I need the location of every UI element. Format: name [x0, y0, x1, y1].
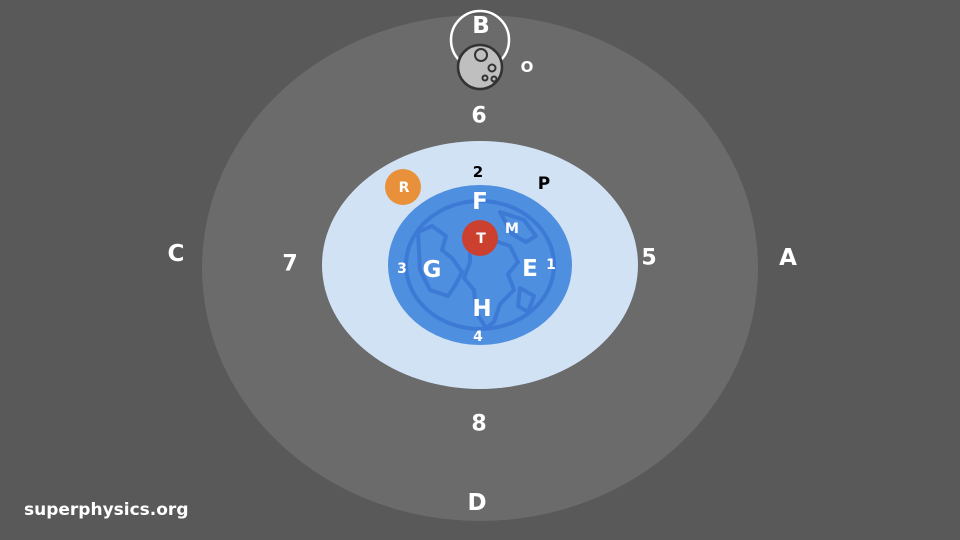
label-f: F — [472, 189, 488, 215]
sun-circle — [385, 169, 421, 205]
label-3: 3 — [397, 261, 407, 277]
label-6: 6 — [471, 104, 486, 129]
label-e: E — [522, 256, 538, 282]
label-c: C — [168, 241, 185, 267]
label-m: M — [505, 221, 519, 237]
label-b: B — [472, 13, 490, 39]
label-2: 2 — [473, 163, 483, 181]
site-watermark: superphysics.org — [24, 500, 189, 520]
label-h: H — [472, 296, 491, 322]
label-p: P — [538, 174, 550, 194]
label-d: D — [467, 490, 486, 516]
label-g: G — [423, 257, 442, 283]
label-5: 5 — [641, 246, 656, 271]
label-o: O — [521, 58, 534, 76]
label-r: R — [399, 180, 410, 196]
label-4: 4 — [473, 329, 483, 345]
label-7: 7 — [282, 252, 297, 277]
label-t: T — [476, 231, 486, 247]
globe-icon — [404, 199, 556, 331]
moon-icon — [456, 43, 504, 91]
label-8: 8 — [471, 412, 486, 437]
label-a: A — [779, 245, 797, 271]
label-1: 1 — [546, 257, 556, 273]
center-dot — [462, 220, 498, 256]
